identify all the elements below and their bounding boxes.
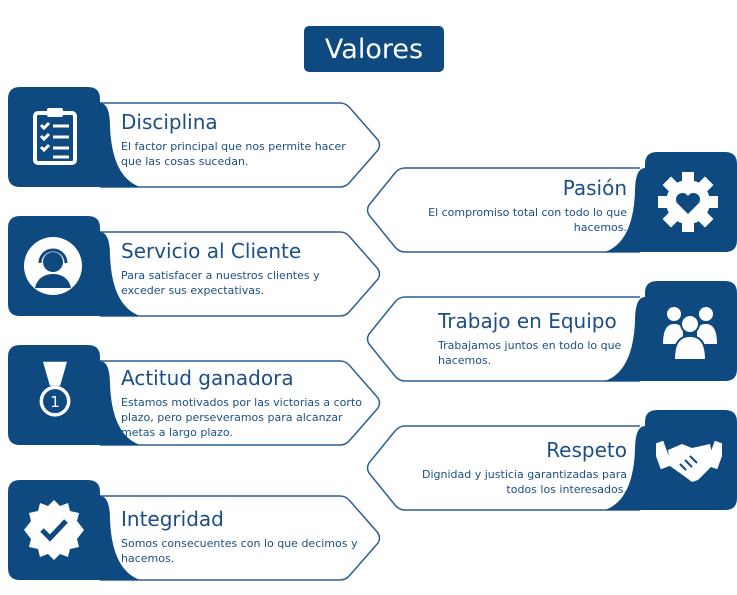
value-desc-disciplina: El factor principal que nos permite hace… xyxy=(121,140,346,168)
card-outline-left xyxy=(100,102,381,188)
icon-box xyxy=(8,345,140,445)
card-outline-left xyxy=(100,495,381,581)
handshake-icon xyxy=(656,440,722,482)
badge-check-icon xyxy=(24,500,84,560)
value-desc-respeto: Dignidad y justicia garantizadas para to… xyxy=(422,468,627,496)
value-title-pasion: Pasión xyxy=(562,176,627,200)
card-outline-right xyxy=(366,167,640,253)
value-desc-servicio: Para satisfacer a nuestros clientes y ex… xyxy=(121,269,320,297)
card-outline-right xyxy=(366,296,640,382)
value-title-trabajo: Trabajo en Equipo xyxy=(438,309,617,333)
svg-text:1: 1 xyxy=(50,393,60,411)
medal-icon: 1 xyxy=(39,361,71,417)
group-icon xyxy=(663,307,717,360)
value-desc-actitud: Estamos motivados por las victorias a co… xyxy=(121,396,362,439)
value-desc-integridad: Somos consecuentes con lo que decimos y … xyxy=(121,537,358,565)
card-outline-left xyxy=(100,360,381,446)
card-outline-right xyxy=(366,425,640,511)
value-title-disciplina: Disciplina xyxy=(121,110,218,134)
gear-heart-icon xyxy=(658,172,718,232)
value-title-integridad: Integridad xyxy=(121,507,224,531)
headset-agent-icon xyxy=(24,237,82,295)
value-title-servicio: Servicio al Cliente xyxy=(121,239,302,263)
value-desc-trabajo: Trabajamos juntos en todo lo que hacemos… xyxy=(438,339,622,367)
card-outline-left xyxy=(100,231,381,317)
value-desc-pasion: El compromiso total con todo lo que hace… xyxy=(428,206,627,234)
clipboard-checklist-icon xyxy=(33,108,77,165)
page-title: Valores xyxy=(304,26,444,72)
value-title-actitud: Actitud ganadora xyxy=(121,366,294,390)
value-title-respeto: Respeto xyxy=(546,438,627,462)
